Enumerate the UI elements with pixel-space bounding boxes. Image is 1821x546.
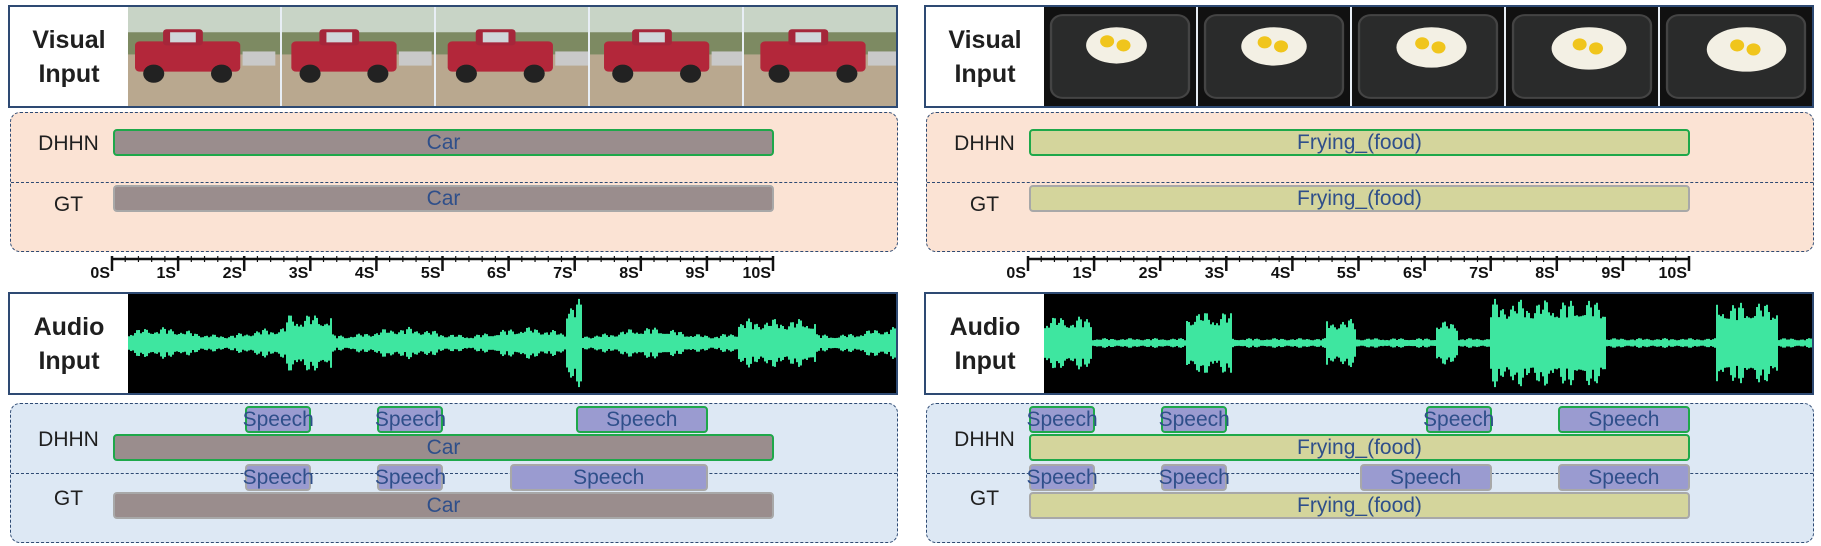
video-frame	[280, 7, 434, 106]
row-divider	[11, 473, 897, 474]
timeline-tick-label: 10S	[743, 265, 772, 282]
car-event-bar: Car	[113, 185, 774, 212]
audio-input-label: Audio Input	[33, 312, 105, 375]
timeline-tick-label: 5S	[421, 265, 441, 282]
video-frame	[1196, 7, 1350, 106]
timeline-axis: 0S 1S 2S 3S 4S 5S 6S 7S 8S 9S 10S	[90, 256, 775, 282]
frying-food-event-bar: Frying_(food)	[1029, 129, 1690, 156]
speech-event-bar: Speech	[243, 406, 314, 433]
video-frame	[434, 7, 588, 106]
visual-input-box: Visual Input	[8, 5, 898, 108]
gt-label: GT	[53, 487, 84, 510]
timeline-tick-label: 3S	[1205, 265, 1225, 282]
timeline-tick-label: 4S	[1271, 265, 1291, 282]
dhhn-label: DHHN	[38, 132, 99, 155]
audio-input-label: Audio Input	[949, 312, 1021, 375]
gt-label: GT	[969, 487, 1000, 510]
timeline-tick-label: 0S	[90, 265, 110, 282]
video-frames	[128, 7, 896, 106]
car-event-bar: Car	[113, 492, 774, 519]
timeline-tick-label: 7S	[553, 265, 573, 282]
timeline-tick-label: 2S	[223, 265, 243, 282]
dhhn-label: DHHN	[38, 428, 99, 451]
visual-results-box: DHHN GT Frying_(food) Frying_(food)	[926, 112, 1814, 252]
video-frame	[742, 7, 896, 106]
speech-event-bar: Speech	[575, 406, 708, 433]
timeline-tick-label: 1S	[1073, 265, 1093, 282]
speech-event-bar: Speech	[1026, 406, 1098, 433]
timeline-tick-label: 7S	[1469, 265, 1489, 282]
video-frame	[1044, 7, 1196, 106]
timeline-tick-label: 9S	[1601, 265, 1621, 282]
frying-food-event-bar: Frying_(food)	[1029, 434, 1690, 461]
waveform-shape	[1044, 298, 1812, 388]
timeline-tick-label: 8S	[1535, 265, 1555, 282]
speech-event-bar: Speech	[1423, 406, 1494, 433]
car-event-bar: Car	[113, 434, 774, 461]
row-divider	[927, 182, 1813, 183]
dhhn-label: DHHN	[954, 132, 1015, 155]
speech-event-bar: Speech	[375, 464, 446, 491]
visual-input-label: Visual Input	[32, 25, 106, 88]
gt-label: GT	[969, 193, 1000, 216]
video-frame	[588, 7, 742, 106]
speech-event-bar: Speech	[375, 406, 446, 433]
example-panel-frying: Visual Input DHHN GT Frying_(food) Frying…	[916, 0, 1821, 546]
timeline-tick-label: 3S	[289, 265, 309, 282]
row-divider	[11, 182, 897, 183]
timeline-tick-label: 6S	[1403, 265, 1423, 282]
timeline-tick-label: 0S	[1006, 265, 1026, 282]
speech-event-bar: Speech	[1159, 464, 1230, 491]
timeline-tick-label: 10S	[1659, 265, 1688, 282]
timeline-tick-label: 4S	[355, 265, 375, 282]
timeline-tick-label: 9S	[685, 265, 705, 282]
speech-event-bar: Speech	[1159, 406, 1230, 433]
timeline-tick-label: 1S	[157, 265, 177, 282]
frying-food-event-bar: Frying_(food)	[1029, 185, 1690, 212]
timeline-axis: 0S 1S 2S 3S 4S 5S 6S 7S 8S 9S 10S	[1006, 256, 1691, 282]
video-frame	[128, 7, 280, 106]
video-frame	[1504, 7, 1658, 106]
timeline-tick-label: 2S	[1139, 265, 1159, 282]
gt-label: GT	[53, 193, 84, 216]
dhhn-label: DHHN	[954, 428, 1015, 451]
timeline-tick-label: 6S	[487, 265, 507, 282]
visual-input-label: Visual Input	[948, 25, 1022, 88]
audio-waveform	[1044, 294, 1812, 393]
video-frame	[1658, 7, 1812, 106]
timeline-tick-label: 5S	[1337, 265, 1357, 282]
waveform-shape	[128, 298, 896, 388]
speech-event-bar: Speech	[1557, 406, 1690, 433]
video-frames	[1044, 7, 1812, 106]
audio-input-box: Audio Input	[924, 292, 1814, 395]
frying-food-event-bar: Frying_(food)	[1029, 492, 1690, 519]
visual-input-box: Visual Input	[924, 5, 1814, 108]
audio-waveform	[128, 294, 896, 393]
speech-event-bar: Speech	[509, 464, 708, 491]
car-event-bar: Car	[113, 129, 774, 156]
speech-event-bar: Speech	[243, 464, 314, 491]
video-frame	[1350, 7, 1504, 106]
timeline-tick-label: 8S	[619, 265, 639, 282]
speech-event-bar: Speech	[1359, 464, 1492, 491]
speech-event-bar: Speech	[1026, 464, 1098, 491]
audio-input-box: Audio Input	[8, 292, 898, 395]
speech-event-bar: Speech	[1557, 464, 1690, 491]
